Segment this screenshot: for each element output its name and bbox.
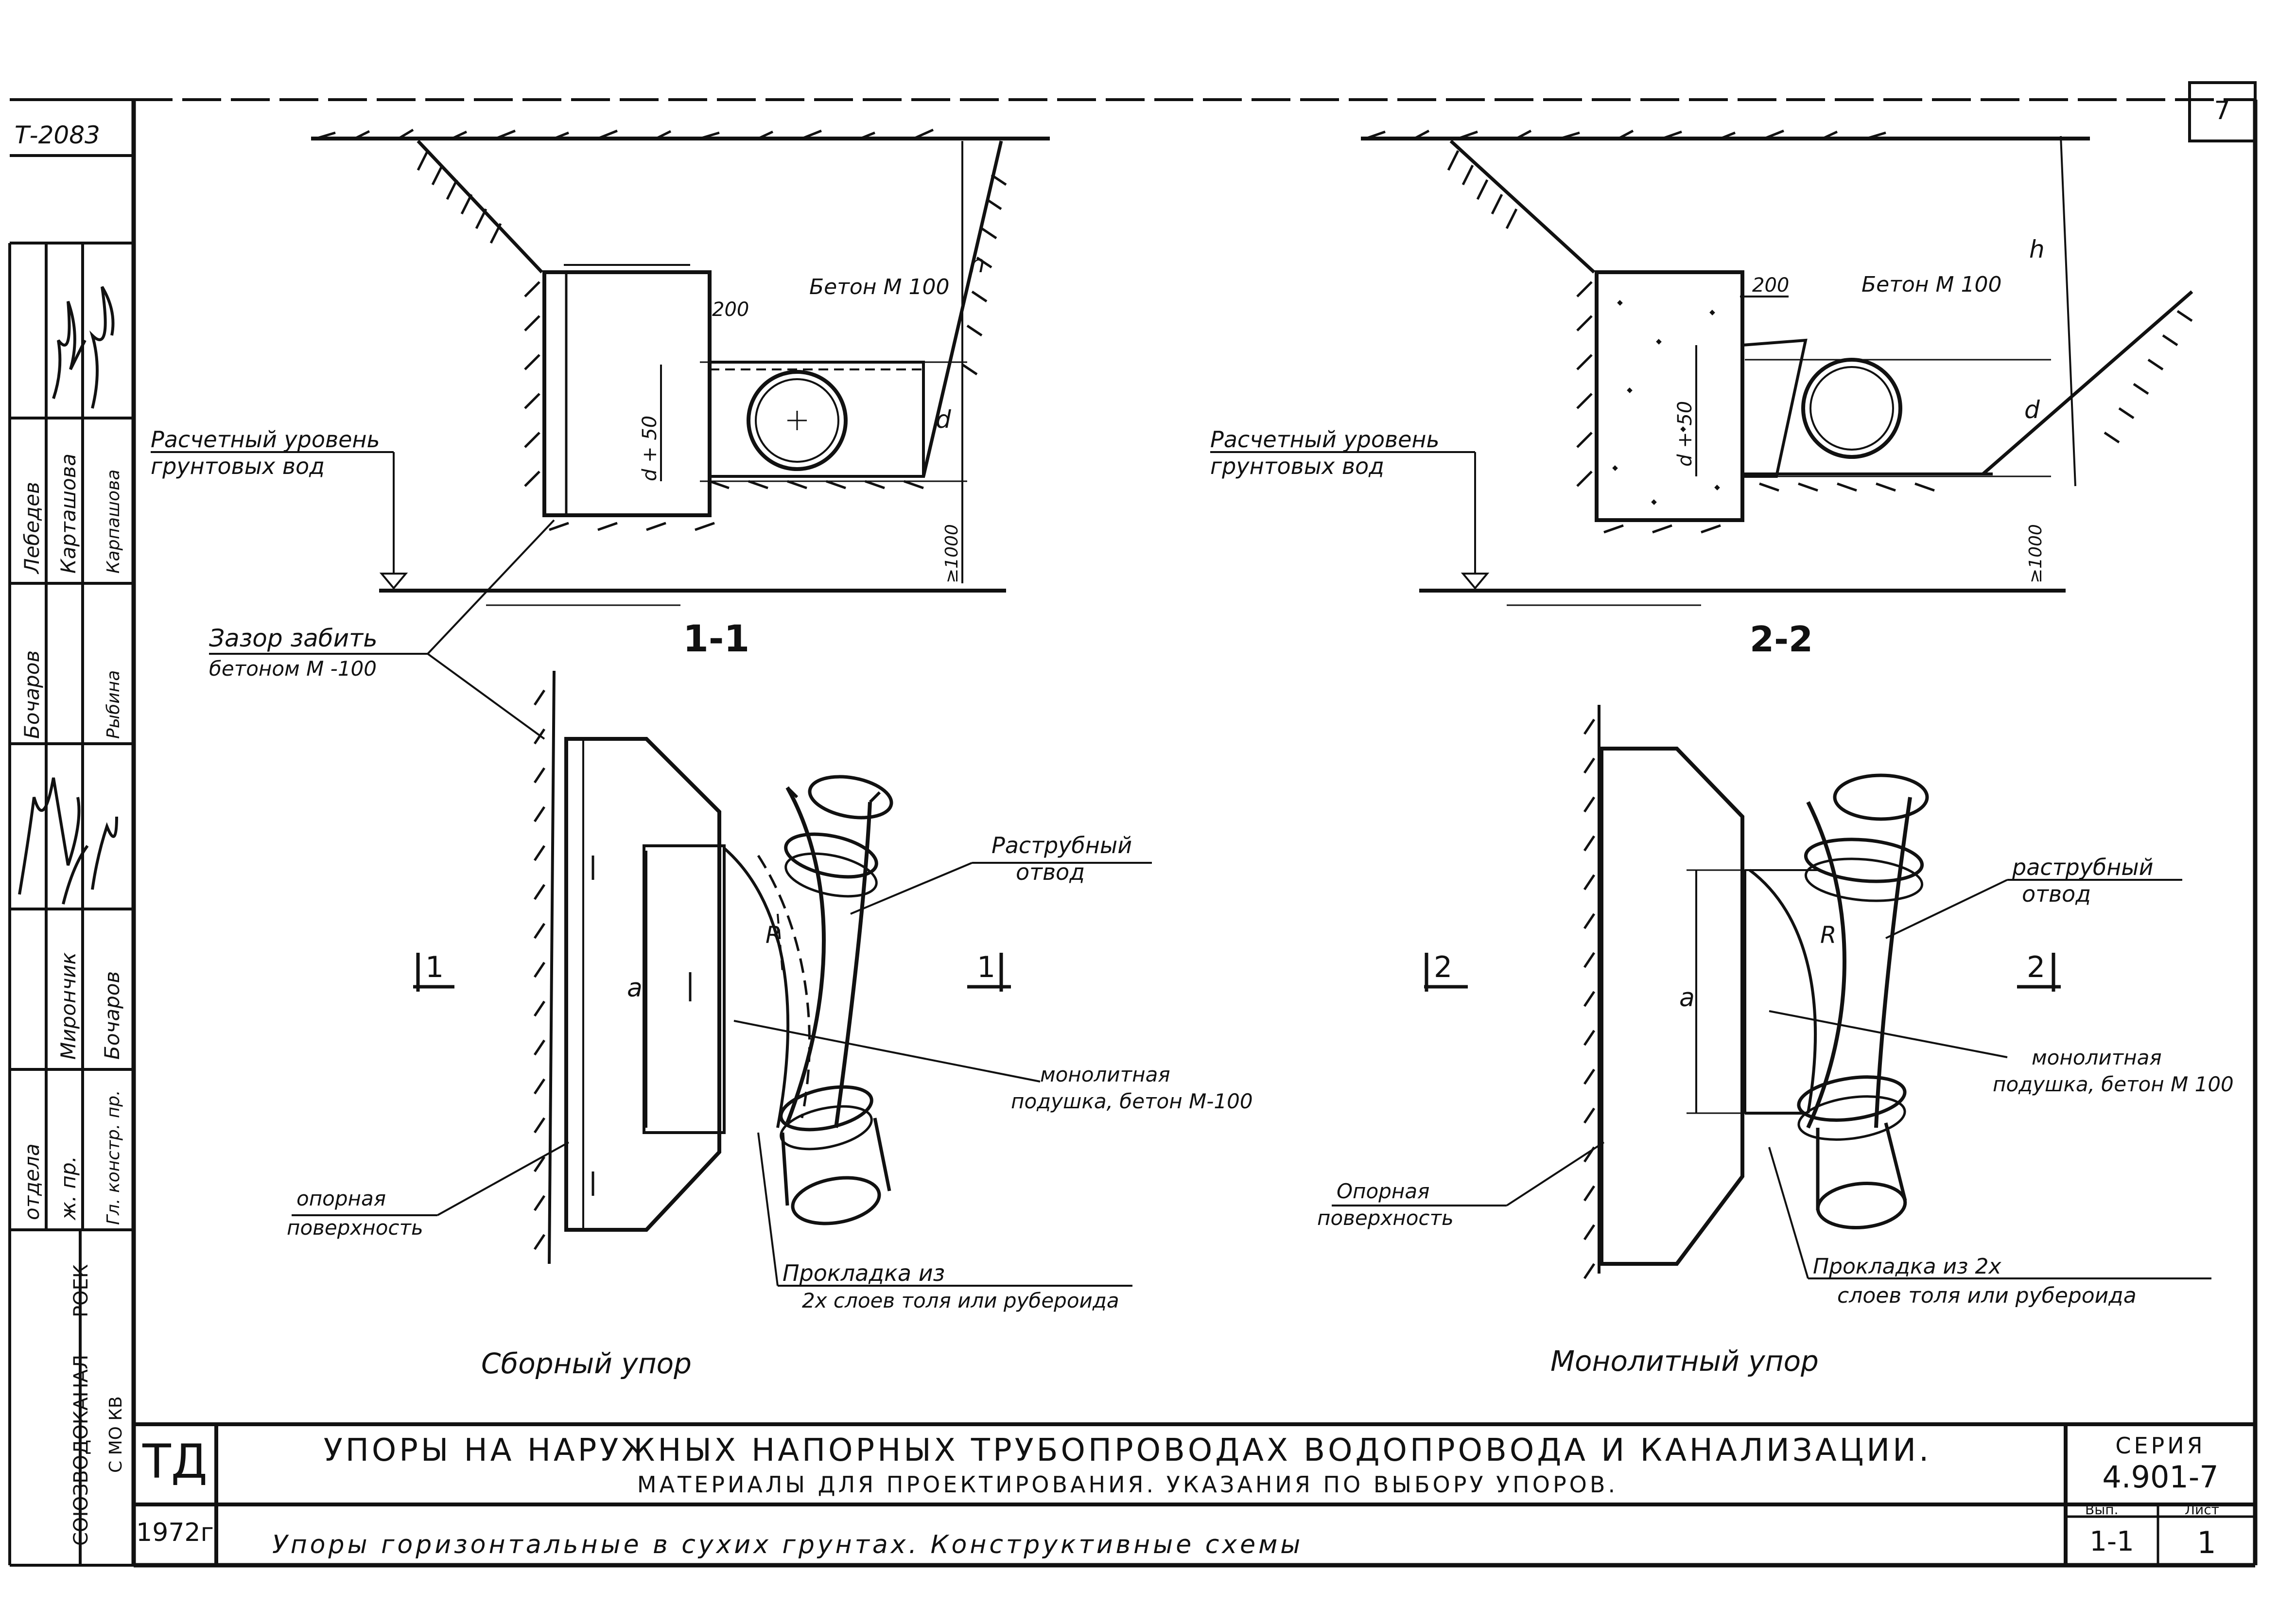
plan1-cut-left: 1 (425, 950, 444, 984)
sheet-frame (131, 81, 2258, 1568)
s22-h-label: h (2029, 235, 2045, 263)
plan1-bend-line2: отвод (1016, 859, 1085, 885)
s11-dim-side: d + 50 (639, 416, 661, 481)
stamp-cell-2: ж. пр. (56, 1156, 80, 1221)
plan1-pad-line1: монолитная (1040, 1063, 1170, 1086)
plan2-support-line1: Опорная (1337, 1179, 1429, 1203)
plan2-bend-line1: раструбный (2012, 854, 2154, 880)
plan1-caption: Сборный упор (481, 1347, 692, 1380)
plan-2 (1332, 705, 2211, 1279)
plan1-bend-line1: Раструбный (991, 832, 1132, 858)
s22-dim-bottom: ≥1000 (2026, 524, 2046, 583)
plan1-cut-right: 1 (977, 950, 995, 984)
gap-note-line2: бетоном М -100 (209, 657, 377, 681)
stamp-cell-1: отдела (20, 1143, 44, 1220)
sheet-number: 7 (2214, 96, 2230, 125)
plan2-pad-line2: подушка, бетон М 100 (1993, 1072, 2234, 1096)
plan1-support-line2: поверхность (287, 1216, 423, 1240)
stamp-cell-3: Гл. констр. пр. (104, 1090, 123, 1225)
plan2-dim-r: R (1820, 922, 1836, 949)
plan2-dim-a: а (1679, 983, 1695, 1013)
stamp-project: РОЕК (70, 1264, 92, 1317)
stamp-cell-4: Мирончик (56, 952, 80, 1060)
plan1-support-line1: опорная (296, 1187, 386, 1210)
tb-sub-title: МАТЕРИАЛЫ ДЛЯ ПРОЕКТИРОВАНИЯ. УКАЗАНИЯ П… (637, 1471, 1618, 1498)
s22-dim-top: 200 (1752, 274, 1789, 297)
plan1-gasket-line2: 2х слоев толя или рубероида (802, 1289, 1119, 1312)
plan2-cut-right: 2 (2027, 950, 2045, 984)
plan2-gasket-line1: Прокладка из 2х (1813, 1254, 2002, 1279)
section-2-2 (1210, 129, 2193, 606)
plan2-cut-left: 2 (1434, 950, 1452, 984)
s11-level-line1: Расчетный уровень (151, 426, 380, 453)
s22-d-label: d (2024, 396, 2040, 424)
plan2-support-line2: поверхность (1317, 1206, 1454, 1230)
s22-concrete-note: Бетон М 100 (1861, 272, 2002, 297)
gap-note-line1: Зазор забить (209, 624, 378, 652)
tb-issue-value: 1-1 (2089, 1526, 2134, 1557)
tb-sheet-desc: Упоры горизонтальные в сухих грунтах. Ко… (272, 1530, 1303, 1559)
plan2-bend-line2: отвод (2022, 881, 2091, 907)
section-1-1 (151, 128, 1050, 606)
s22-title: 2-2 (1750, 619, 1813, 660)
plan1-dim-r: R (765, 922, 782, 949)
stamp-cell-6: Бочаров (20, 650, 44, 739)
stamp-org: СОЮЗВОДОКАНАЛ (70, 1355, 92, 1546)
tb-td: ТД (142, 1434, 208, 1489)
tb-list-label: Лист (2185, 1502, 2219, 1518)
s11-level-line2: грунтовых вод (151, 453, 325, 479)
title-block (134, 1422, 2255, 1565)
s11-dim-top: 200 (712, 298, 749, 321)
plan-1 (292, 670, 1152, 1287)
left-stamp (8, 98, 134, 1567)
s11-h-label: h (970, 250, 985, 278)
plan2-pad-line1: монолитная (2032, 1046, 2162, 1069)
plan1-dim-a: а (627, 974, 643, 1003)
tb-main-title: УПОРЫ НА НАРУЖНЫХ НАПОРНЫХ ТРУБОПРОВОДАХ… (324, 1433, 1932, 1468)
s11-title: 1-1 (683, 617, 749, 660)
tb-series-value: 4.901-7 (2102, 1459, 2218, 1495)
stamp-cell-10: Рыбина (104, 670, 123, 739)
s11-d-label: d (936, 405, 951, 434)
stamp-cell-5: Бочаров (100, 971, 124, 1060)
tb-series-label: СЕРИЯ (2115, 1433, 2205, 1459)
s22-level-line1: Расчетный уровень (1210, 426, 1440, 453)
s22-level-line2: грунтовых вод (1210, 453, 1384, 479)
signatures (18, 286, 118, 905)
plan1-gasket-line1: Прокладка из (783, 1260, 945, 1286)
s11-dim-bottom: ≥1000 (942, 524, 962, 583)
tb-list-value: 1 (2197, 1525, 2216, 1560)
s22-dim-side: d + 50 (1674, 401, 1696, 467)
tb-year: 1972г (136, 1518, 214, 1547)
plan2-caption: Монолитный упор (1550, 1345, 1819, 1378)
gap-note-leader (209, 519, 555, 740)
plan2-gasket-line2: слоев толя или рубероида (1837, 1283, 2137, 1308)
stamp-org-sub: С МО КВ (106, 1396, 126, 1473)
tb-issue-label: Вып. (2085, 1502, 2119, 1518)
sheet-code: Т-2083 (15, 121, 100, 149)
s11-concrete-note: Бетон М 100 (809, 275, 950, 299)
stamp-cell-8: Лебедев (20, 482, 44, 575)
stamp-cell-9: Карпашова (104, 470, 123, 574)
plan1-pad-line2: подушка, бетон М-100 (1011, 1089, 1253, 1113)
stamp-cell-7: Карташова (56, 454, 80, 574)
